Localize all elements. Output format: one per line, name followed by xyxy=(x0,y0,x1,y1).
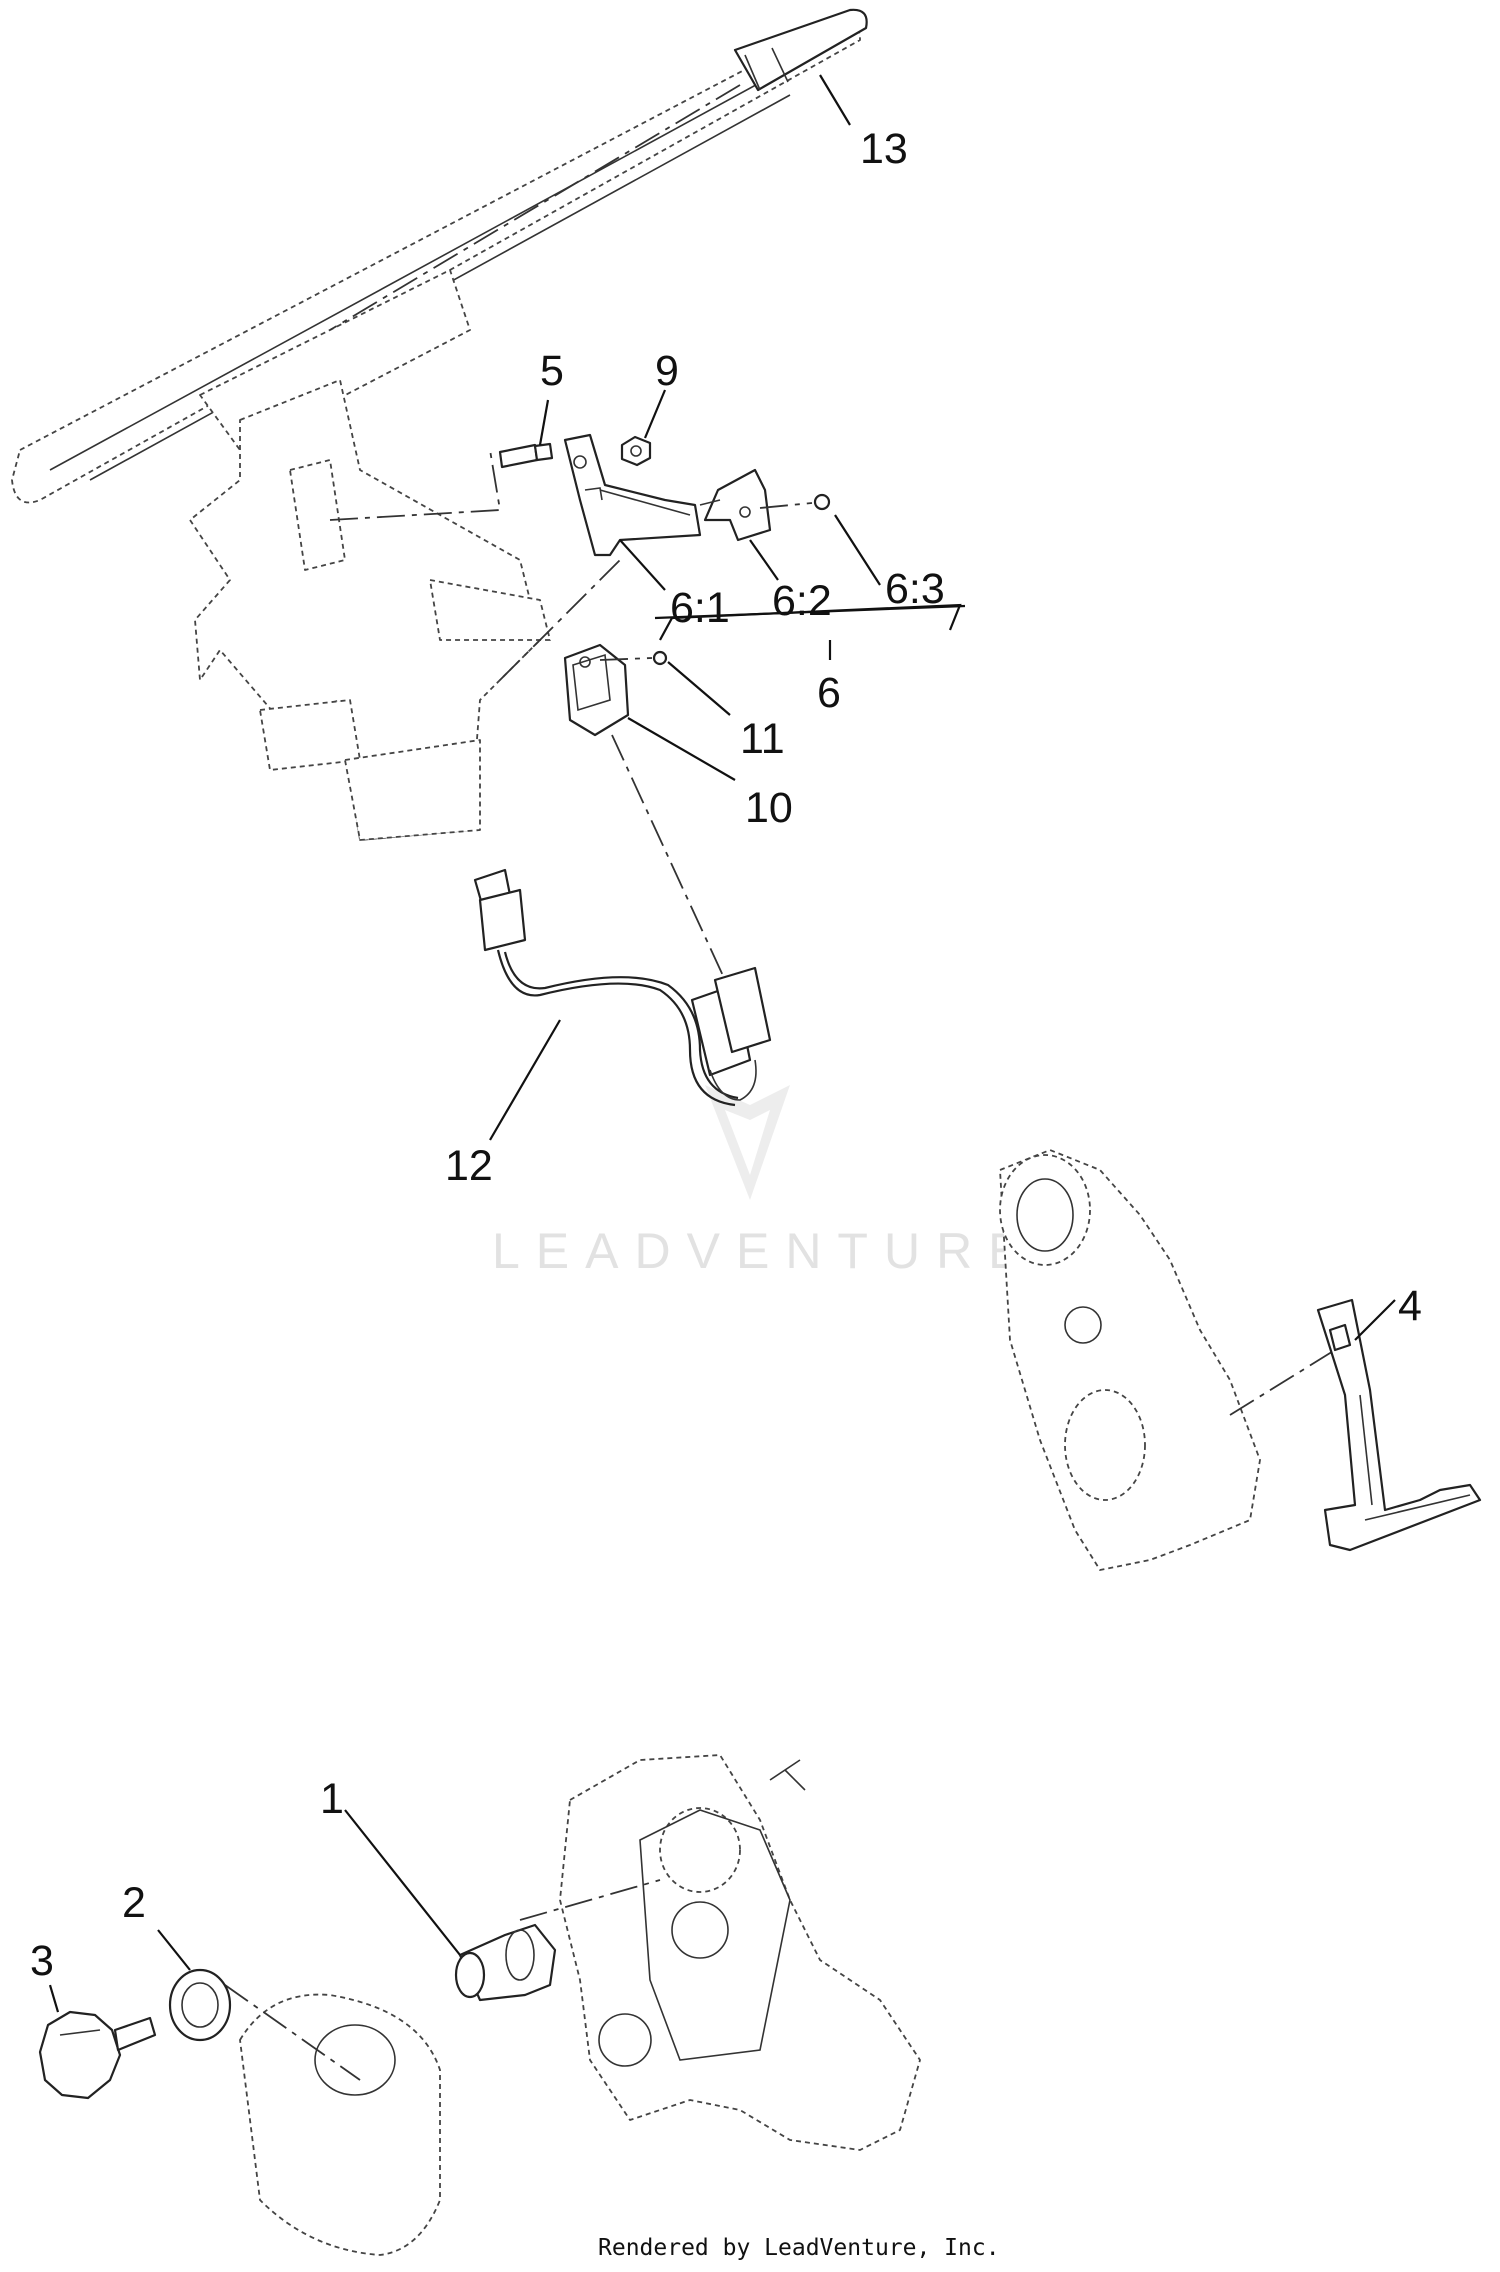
callout-6-3: 6:3 xyxy=(885,565,945,613)
part-6-2-bracket xyxy=(699,468,772,542)
part-4-lever xyxy=(1316,1298,1482,1552)
callout-6-1: 6:1 xyxy=(670,584,730,632)
leadventure-logo-icon xyxy=(705,1085,790,1200)
callout-4: 4 xyxy=(1398,1282,1422,1330)
part-5-stud xyxy=(498,442,554,469)
part-6-1-bracket xyxy=(563,433,702,557)
watermark-text: LEADVENTURE xyxy=(492,1223,1038,1279)
part-6-3-screw xyxy=(759,493,831,511)
callout-1: 1 xyxy=(320,1775,344,1823)
part-2-washer xyxy=(168,1968,232,2042)
part-9-nut xyxy=(620,435,652,467)
console-tower-assembly xyxy=(11,21,861,841)
callout-13: 13 xyxy=(860,125,908,173)
transmission-housing-ghost xyxy=(999,1149,1336,1571)
gearbox-assembly xyxy=(519,1754,921,2151)
callout-5: 5 xyxy=(540,347,564,395)
footer-credit: Rendered by LeadVenture, Inc. xyxy=(598,2235,1000,2261)
callout-6: 6 xyxy=(817,669,841,717)
leader-lines xyxy=(48,74,1396,2013)
leadventure-watermark: LEADVENTURE xyxy=(492,1085,1038,1279)
callout-12: 12 xyxy=(445,1142,493,1190)
part-12-wire-harness xyxy=(473,868,772,1107)
front-cover-ghost xyxy=(224,1984,441,2256)
callout-11: 11 xyxy=(740,715,785,763)
part-10-switch xyxy=(563,643,726,981)
callout-9: 9 xyxy=(655,347,679,395)
part-1-bushing xyxy=(454,1923,557,2002)
part-3-knob xyxy=(38,2010,157,2100)
part-11-screw xyxy=(599,650,668,666)
part-13-cap xyxy=(329,8,868,331)
callout-10: 10 xyxy=(745,784,793,832)
callout-3: 3 xyxy=(30,1937,54,1985)
callout-2: 2 xyxy=(122,1879,146,1927)
callouts: 13 5 9 6:1 6:2 6:3 6 11 10 12 4 1 2 3 xyxy=(30,125,1422,1985)
callout-6-2: 6:2 xyxy=(772,577,832,625)
